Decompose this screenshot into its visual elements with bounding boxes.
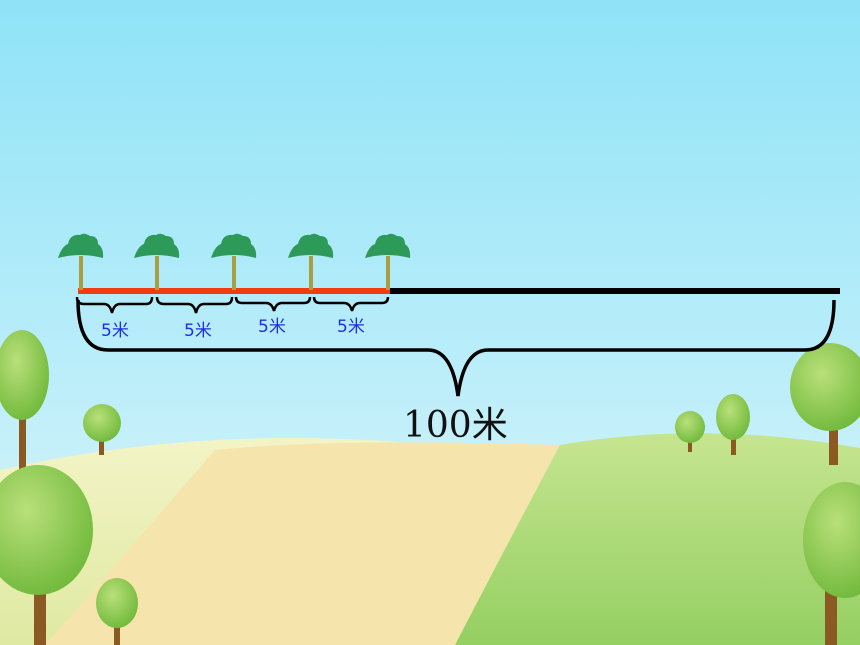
tree-right-small-1 xyxy=(675,411,705,452)
path-road xyxy=(45,442,560,645)
tree-bottom-small xyxy=(96,578,138,645)
tree-left-small xyxy=(83,404,121,455)
tree-right-big xyxy=(803,482,860,645)
segment-label-3: 5米 xyxy=(258,317,286,337)
tree-left-big xyxy=(0,465,93,645)
background-trees xyxy=(0,330,860,645)
line-tree-5 xyxy=(365,233,411,290)
tree-right-top xyxy=(790,343,860,465)
segment-brace-1 xyxy=(75,296,154,314)
tree-left-top xyxy=(0,330,49,470)
total-length-label: 100米 xyxy=(403,405,508,446)
segment-braces xyxy=(75,296,390,314)
total-brace xyxy=(76,299,836,397)
right-hill xyxy=(455,433,860,645)
segment-label-2: 5米 xyxy=(184,321,212,341)
segment-label-1: 5米 xyxy=(101,321,129,341)
line-tree-4 xyxy=(288,233,334,290)
line-trees xyxy=(58,233,411,290)
tree-right-small-2 xyxy=(716,394,750,455)
line-tree-1 xyxy=(58,233,104,290)
line-tree-3 xyxy=(211,233,257,290)
segment-brace-3 xyxy=(234,296,312,312)
line-tree-2 xyxy=(134,233,180,290)
segment-label-4: 5米 xyxy=(337,317,365,337)
segment-brace-2 xyxy=(155,296,234,314)
segment-brace-4 xyxy=(312,296,390,312)
